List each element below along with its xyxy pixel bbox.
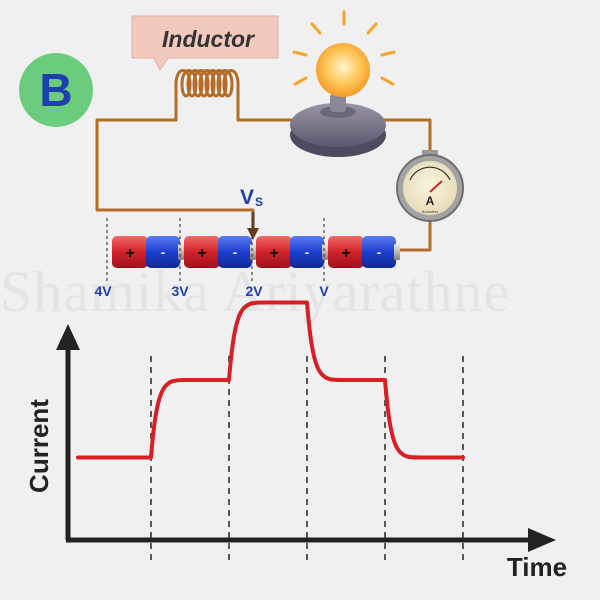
- tap-label-2v: 2V: [245, 283, 263, 299]
- cell-minus-sign: -: [377, 244, 382, 260]
- cell-negative-half: [362, 236, 396, 268]
- wire-inductor-to-bulb: [236, 96, 312, 122]
- cell-positive-half: [328, 236, 364, 268]
- current-time-chart: Current Time: [24, 300, 567, 582]
- cell-positive-half: [256, 236, 292, 268]
- cell-plus-sign: +: [125, 245, 134, 262]
- ammeter: A Ammeter: [396, 150, 464, 222]
- bulb-rays-icon: [292, 10, 396, 86]
- source-label-sub: S: [255, 195, 263, 209]
- chart-dividers: [150, 356, 464, 565]
- cell-plus-sign: +: [341, 245, 350, 262]
- battery-cell: +-: [256, 236, 328, 268]
- cell-negative-half: [146, 236, 180, 268]
- cell-negative-half: [290, 236, 324, 268]
- cell-minus-sign: -: [161, 244, 166, 260]
- wire-bulb-to-ammeter: [365, 118, 432, 154]
- tap-label-4v: 4V: [94, 283, 112, 299]
- tap-label-v: V: [319, 283, 329, 299]
- light-bulb: [290, 10, 396, 157]
- cell-terminal-cap: [178, 244, 184, 260]
- y-axis-arrow-icon: [56, 324, 80, 350]
- cell-plus-sign: +: [269, 245, 278, 262]
- source-label-main: V: [240, 186, 254, 209]
- battery-cell: +-: [112, 236, 184, 268]
- ammeter-caption: Ammeter: [422, 209, 439, 214]
- cell-minus-sign: -: [233, 244, 238, 260]
- ammeter-letter: A: [426, 194, 435, 208]
- battery-pack: +-+-+-+-: [112, 236, 400, 268]
- current-series-line: [76, 300, 465, 460]
- cell-plus-sign: +: [197, 245, 206, 262]
- inductor-coil: [174, 69, 240, 98]
- inductor-label: Inductor: [162, 26, 255, 52]
- y-axis-label: Current: [24, 399, 54, 493]
- wire-ammeter-to-battery: [400, 218, 432, 252]
- cell-positive-half: [112, 236, 148, 268]
- cell-minus-sign: -: [305, 244, 310, 260]
- cell-terminal-cap: [250, 244, 256, 260]
- cell-negative-half: [218, 236, 252, 268]
- inductor-callout: Inductor: [131, 15, 279, 71]
- cell-terminal-cap: [394, 244, 400, 260]
- bulb-glass: [316, 43, 370, 97]
- source-label: V S: [240, 186, 263, 209]
- battery-cell: +-: [184, 236, 256, 268]
- cell-positive-half: [184, 236, 220, 268]
- battery-cell: +-: [328, 236, 400, 268]
- badge-letter: B: [39, 64, 72, 116]
- tap-label-3v: 3V: [171, 283, 189, 299]
- tap-labels: 4V 3V 2V V: [94, 283, 329, 299]
- x-axis-arrow-icon: [528, 528, 556, 552]
- x-axis-label: Time: [507, 552, 567, 582]
- section-badge: B: [19, 53, 93, 127]
- wire-left-loop: [95, 96, 255, 230]
- battery-taps: [106, 218, 325, 282]
- cell-terminal-cap: [322, 244, 328, 260]
